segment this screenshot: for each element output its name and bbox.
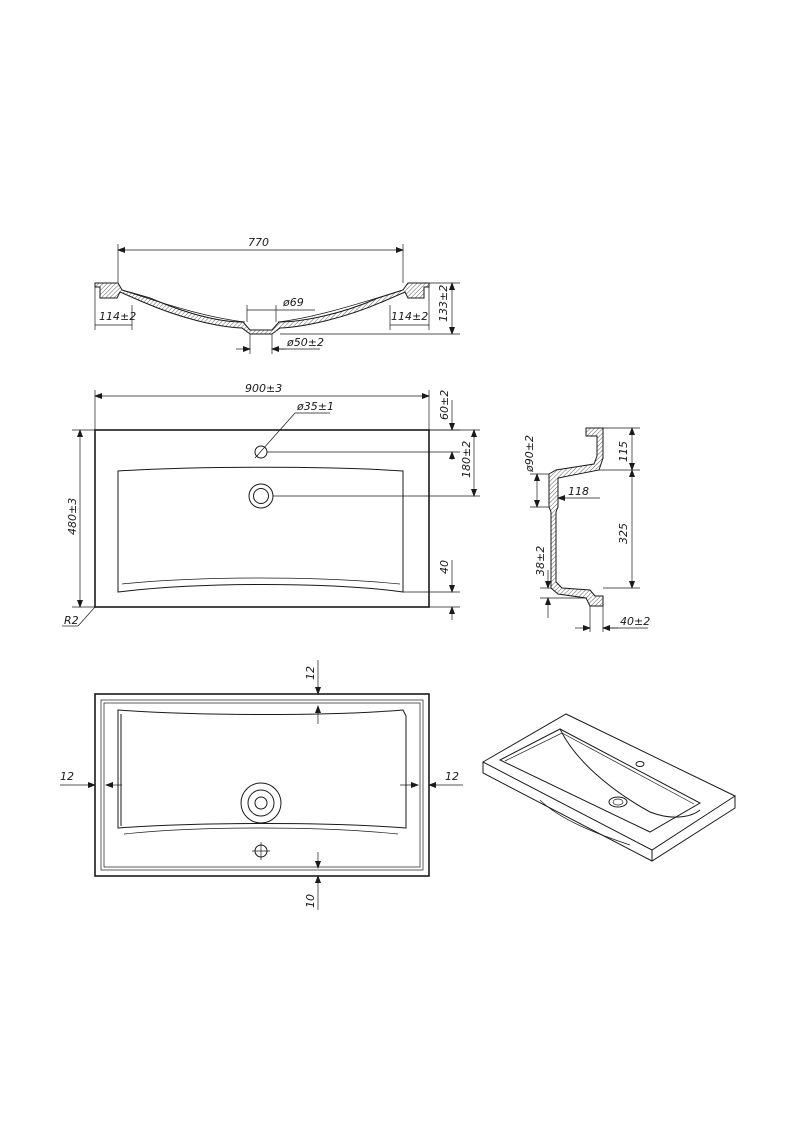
dim-left-margin: 12 bbox=[60, 770, 74, 783]
dim-ledge-right: 114±2 bbox=[391, 310, 428, 323]
dim-depth: 480±3 bbox=[66, 498, 79, 535]
dim-top-depth: 115 bbox=[617, 441, 630, 462]
side-section-view: 115 325 118 ø90±2 38±2 40±2 bbox=[523, 427, 650, 632]
dim-height: 133±2 bbox=[437, 285, 450, 322]
dim-corner-radius: R2 bbox=[64, 614, 79, 627]
dim-drain-outer: ø69 bbox=[282, 296, 304, 309]
iso-tap-hole bbox=[635, 761, 645, 767]
dim-tap-hole: ø35±1 bbox=[296, 400, 334, 413]
dim-bowl-depth: 325 bbox=[617, 523, 630, 544]
front-section-view: 770 114±2 114±2 133±2 ø69 ø50±2 bbox=[94, 236, 460, 354]
dim-ledge-left: 114±2 bbox=[99, 310, 136, 323]
dim-bottom-margin: 10 bbox=[304, 894, 317, 908]
iso-bowl bbox=[498, 728, 702, 833]
dim-front-rim: 40 bbox=[438, 560, 451, 574]
front-section-body bbox=[94, 282, 430, 335]
iso-drain bbox=[608, 796, 628, 808]
bottom-outline bbox=[94, 693, 430, 877]
dim-drain-width: 118 bbox=[568, 485, 589, 498]
dim-rim-thickness: 40±2 bbox=[620, 615, 650, 628]
iso-top-outline bbox=[481, 713, 737, 851]
dim-drain-dia: ø90±2 bbox=[523, 435, 536, 473]
bottom-view: 12 12 12 10 bbox=[60, 660, 463, 910]
dim-top-margin: 12 bbox=[304, 666, 317, 680]
bottom-drain bbox=[240, 782, 282, 824]
dim-right-margin: 12 bbox=[445, 770, 459, 783]
dim-drain-offset: 180±2 bbox=[460, 441, 473, 478]
plan-view: 900±3 480±3 ø35±1 60±2 180±2 40 R2 bbox=[62, 382, 480, 627]
side-section-body bbox=[548, 427, 604, 607]
dim-tap-offset: 60±2 bbox=[438, 390, 451, 420]
dim-bottom-offset: 38±2 bbox=[534, 546, 547, 576]
isometric-view bbox=[481, 713, 737, 862]
plan-outline bbox=[94, 429, 430, 608]
plan-bowl bbox=[117, 466, 404, 593]
dim-770: 770 bbox=[248, 236, 269, 249]
dim-drain-inner: ø50±2 bbox=[286, 336, 324, 349]
dim-width: 900±3 bbox=[245, 382, 282, 395]
